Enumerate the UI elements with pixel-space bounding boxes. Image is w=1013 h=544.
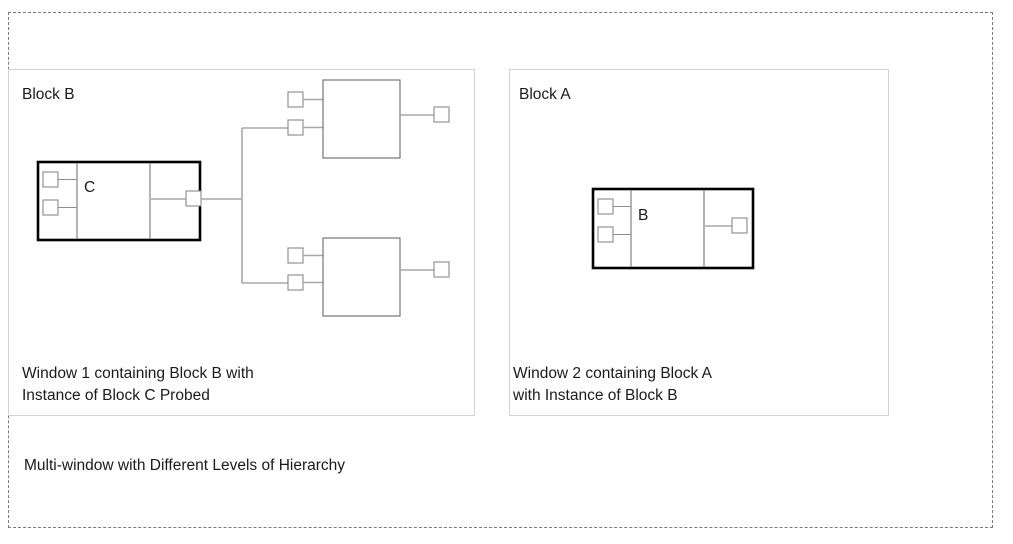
diagram-caption: Multi-window with Different Levels of Hi… [24, 457, 346, 474]
block-c-label: C [84, 179, 95, 196]
block-b-output-port[interactable] [731, 217, 748, 234]
block-c-group[interactable]: C [36, 160, 202, 242]
block-b-label: B [638, 207, 648, 224]
block-b-body[interactable] [591, 187, 755, 270]
upper-subblock-input-port-2[interactable] [287, 119, 304, 136]
upper-subblock-input-port-1[interactable] [287, 91, 304, 108]
lower-subblock-output-port[interactable] [433, 261, 450, 278]
block-c-input-port-1[interactable] [42, 171, 59, 188]
lower-subblock-input-port-1[interactable] [287, 247, 304, 264]
window-2-caption: Window 2 containing Block A with Instanc… [513, 365, 713, 404]
block-b-input-port-2[interactable] [597, 226, 614, 243]
upper-subblock-output-port[interactable] [433, 106, 450, 123]
block-c-input-port-2[interactable] [42, 199, 59, 216]
block-c-body[interactable] [36, 160, 202, 242]
window-1-caption: Window 1 containing Block B with Instanc… [22, 365, 254, 404]
upper-subblock-body[interactable] [322, 79, 401, 159]
upper-subblock-group[interactable] [287, 79, 450, 159]
lower-subblock-input-port-2[interactable] [287, 274, 304, 291]
block-c-output-port[interactable] [185, 190, 202, 207]
lower-subblock-body[interactable] [322, 237, 401, 317]
lower-subblock-group[interactable] [287, 237, 450, 317]
window-2-title: Block A [519, 86, 571, 103]
block-c-fanout-wires [201, 127, 288, 284]
window-1-title: Block B [22, 86, 75, 103]
block-b-group[interactable]: B [591, 187, 755, 270]
block-b-input-port-1[interactable] [597, 198, 614, 215]
